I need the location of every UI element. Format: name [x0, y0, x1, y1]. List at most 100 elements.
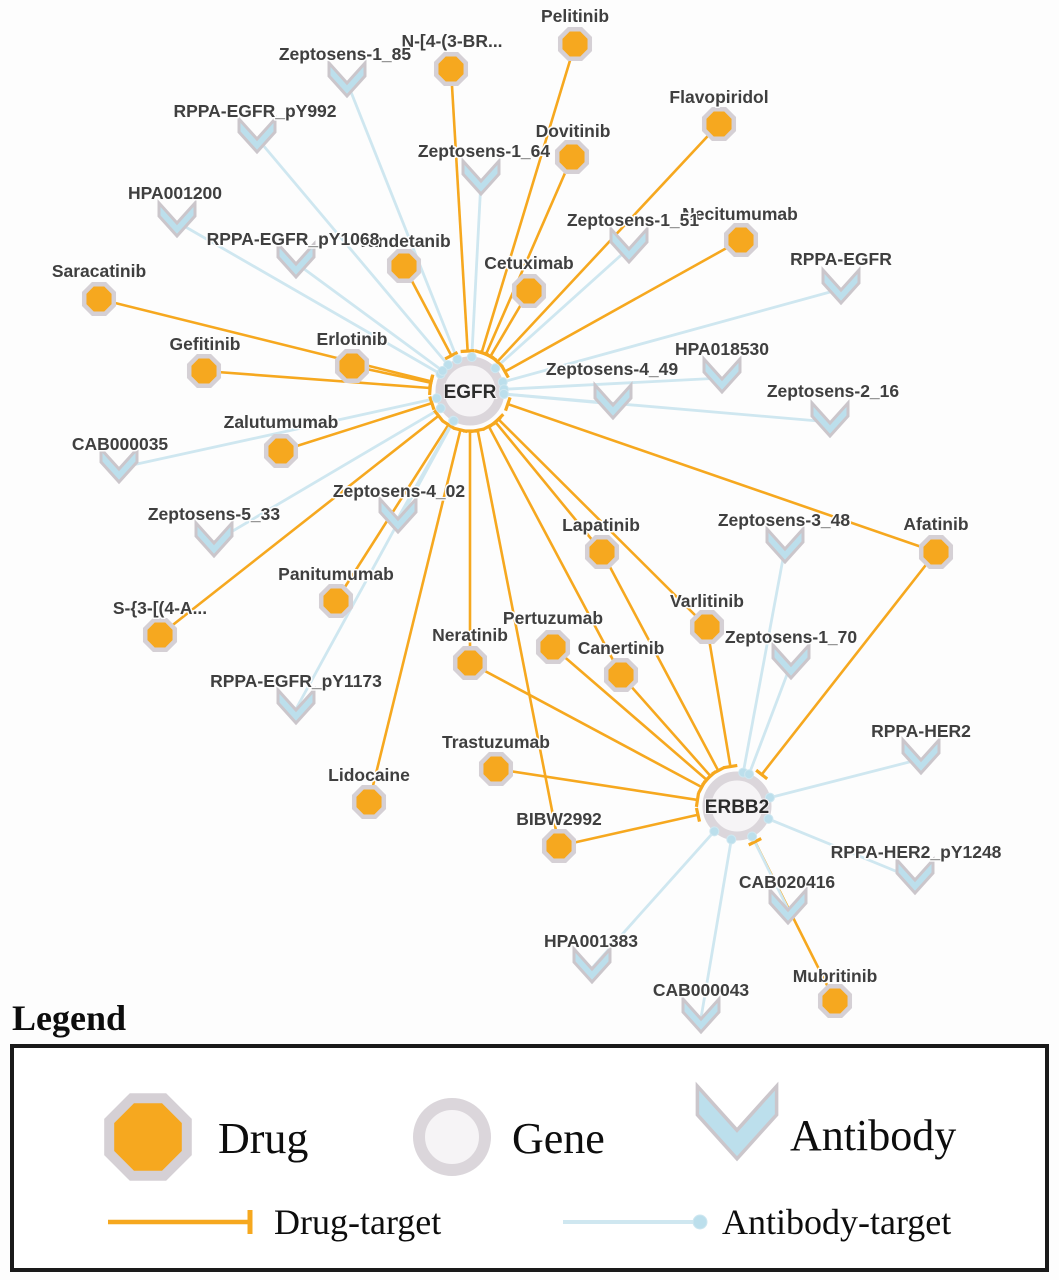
antibody-node[interactable] — [821, 266, 861, 306]
antibody-node[interactable] — [609, 225, 649, 265]
drug-target-edge — [98, 297, 432, 383]
drug-node[interactable] — [318, 583, 354, 619]
antibody-node[interactable] — [810, 399, 850, 439]
drug-node-label: Necitumumab — [682, 204, 798, 224]
drug-node[interactable] — [689, 609, 725, 645]
antibody-node[interactable] — [99, 445, 139, 485]
antibody-node[interactable] — [237, 115, 277, 155]
antibody-legend-icon — [695, 1081, 779, 1162]
drug-node[interactable] — [433, 51, 469, 87]
antibody-node[interactable] — [768, 886, 808, 926]
gene-node[interactable] — [702, 771, 772, 841]
antibody-target-edge — [747, 663, 793, 775]
drug-node[interactable] — [603, 657, 639, 693]
drug-target-edge — [496, 123, 720, 363]
antibody-target-edge — [255, 137, 450, 366]
gene-legend-label: Gene — [512, 1114, 605, 1163]
antibody-node-label: RPPA-HER2 — [871, 721, 971, 741]
drug-node-label: Panitumumab — [278, 564, 394, 584]
drug-node[interactable] — [263, 433, 299, 469]
antibody-node[interactable] — [572, 945, 612, 985]
drug-target-legend-label: Drug-target — [274, 1202, 441, 1242]
drug-node-label: Erlotinib — [317, 329, 388, 349]
drug-node[interactable] — [584, 534, 620, 570]
antibody-node[interactable] — [327, 59, 367, 99]
drug-node-label: Varlitinib — [670, 591, 744, 611]
drug-node[interactable] — [723, 222, 759, 258]
antibody-node[interactable] — [157, 199, 197, 239]
drug-node-label: Pelitinib — [541, 6, 609, 26]
antibody-target-edge-dot — [744, 769, 755, 780]
drug-node[interactable] — [452, 645, 488, 681]
drug-target-edge — [480, 43, 577, 354]
drug-target-edge — [487, 425, 623, 676]
antibody-node[interactable] — [276, 240, 316, 280]
antibody-node[interactable] — [901, 736, 941, 776]
antibody-target-edge — [741, 547, 787, 773]
drug-node-label: Vandetanib — [357, 231, 450, 251]
antibody-node-label: Zeptosens-1_85 — [279, 44, 412, 64]
drug-node[interactable] — [541, 828, 577, 864]
drug-node[interactable] — [817, 983, 853, 1019]
antibody-node[interactable] — [681, 995, 721, 1035]
drug-node[interactable] — [554, 139, 590, 175]
drug-target-edge — [558, 813, 699, 848]
nodes-layer — [81, 26, 954, 1035]
antibody-target-edge — [769, 757, 922, 799]
drug-node[interactable] — [511, 273, 547, 309]
antibody-target-edge-dot — [498, 388, 509, 399]
antibody-node-label: Zeptosens-5_33 — [148, 504, 281, 524]
antibody-target-edge — [750, 835, 790, 910]
drug-target-edge-tee — [500, 364, 510, 379]
drug-node[interactable] — [351, 784, 387, 820]
antibody-target-edge — [503, 392, 831, 424]
antibody-target-edge — [294, 420, 455, 710]
antibody-target-edge — [503, 376, 723, 391]
drug-target-edge — [484, 156, 574, 355]
drug-node[interactable] — [186, 353, 222, 389]
antibody-node[interactable] — [771, 641, 811, 681]
antibody-node[interactable] — [765, 525, 805, 565]
antibody-target-edge-dot — [431, 393, 442, 404]
drug-target-edge — [705, 626, 732, 767]
drug-node-label: Mubritinib — [793, 966, 878, 986]
drug-target-edge-tee — [700, 773, 713, 787]
drug-target-edge-tee — [441, 419, 456, 430]
antibody-node[interactable] — [593, 381, 633, 421]
antibody-node-label: CAB000043 — [653, 980, 750, 1000]
antibody-node-label: RPPA-EGFR_pY992 — [173, 101, 336, 121]
drug-node-label: Lidocaine — [328, 765, 410, 785]
drug-node-label: Afatinib — [903, 514, 968, 534]
drug-node[interactable] — [918, 534, 954, 570]
antibody-node-label: HPA001383 — [544, 931, 638, 951]
antibody-target-edge-dot — [709, 826, 720, 837]
drug-node[interactable] — [142, 617, 178, 653]
antibody-node[interactable] — [895, 856, 935, 896]
antibody-node[interactable] — [702, 355, 742, 395]
drug-node[interactable] — [81, 281, 117, 317]
drug-node[interactable] — [334, 348, 370, 384]
drug-node-label: Neratinib — [432, 625, 508, 645]
antibody-target-edge — [699, 839, 733, 1019]
drug-target-edge-tee — [432, 409, 445, 423]
antibody-target-edge-dot — [452, 354, 463, 365]
drug-node[interactable] — [478, 751, 514, 787]
antibody-node[interactable] — [276, 686, 316, 726]
drug-node[interactable] — [701, 106, 737, 142]
drug-node-label: Cetuximab — [484, 253, 573, 273]
drug-node[interactable] — [535, 629, 571, 665]
drug-node-label: Lapatinib — [562, 515, 640, 535]
antibody-node-label: RPPA-EGFR_pY1173 — [210, 671, 382, 691]
drug-target-edge — [760, 551, 938, 776]
drug-node[interactable] — [557, 26, 593, 62]
drug-node-label: S-{3-[(4-A... — [113, 598, 207, 618]
antibody-node-label: HPA018530 — [675, 339, 769, 359]
antibody-node[interactable] — [461, 157, 501, 197]
drug-target-edge — [367, 429, 462, 803]
antibody-node[interactable] — [194, 519, 234, 559]
antibody-target-edge-dot — [764, 792, 775, 803]
antibody-node[interactable] — [378, 495, 418, 535]
drug-node[interactable] — [386, 248, 422, 284]
